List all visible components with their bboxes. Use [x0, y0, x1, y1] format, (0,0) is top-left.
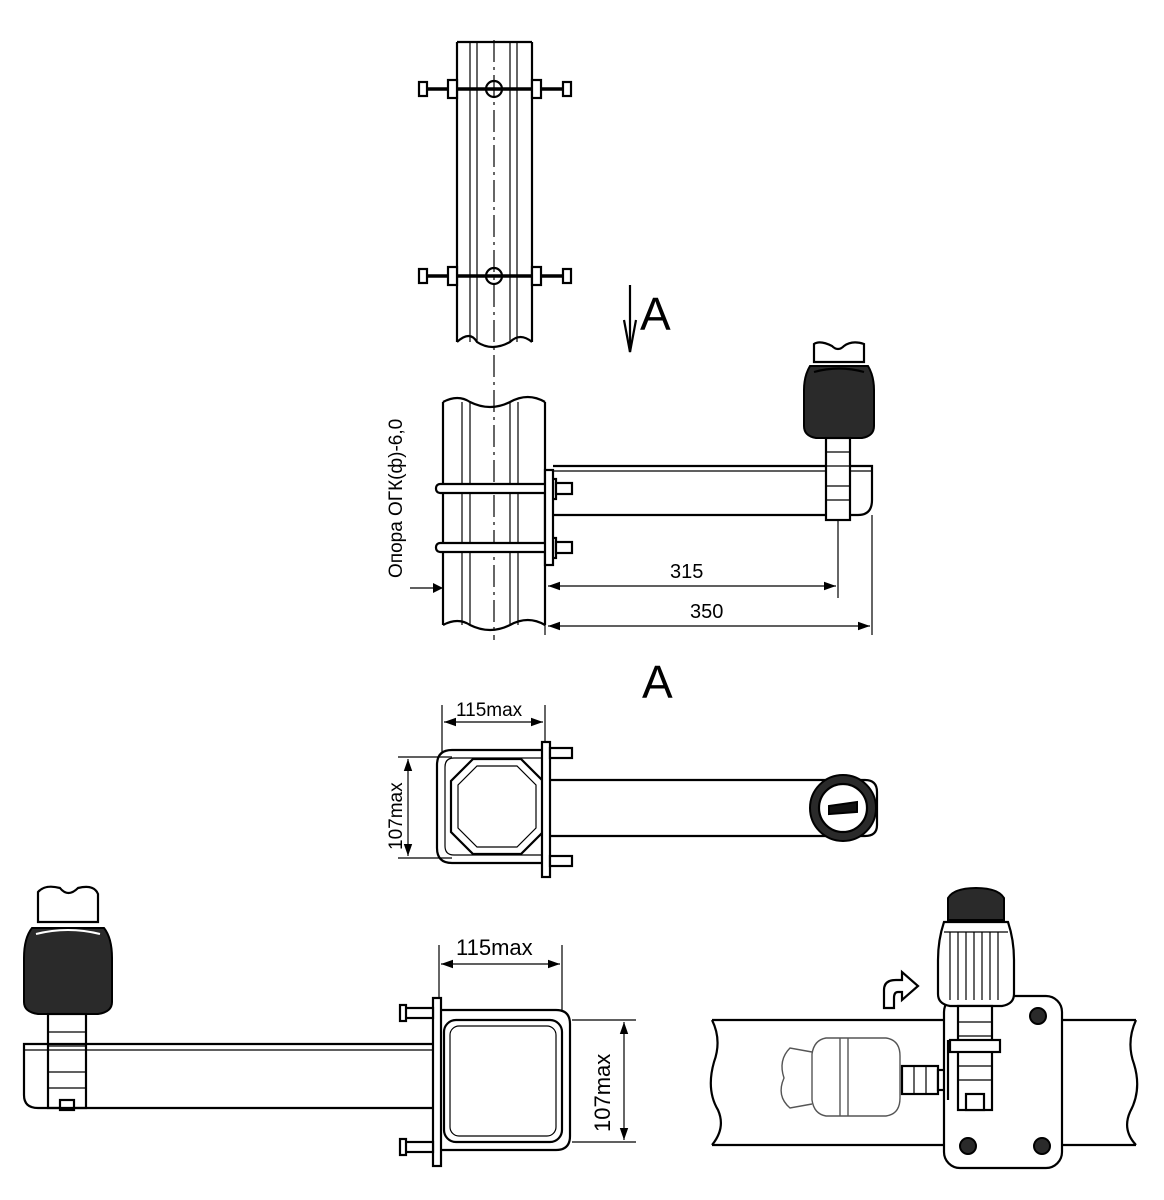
dimension-height-bottom-label: 107max	[590, 1054, 615, 1132]
dimension-315	[544, 520, 839, 635]
support-leader	[410, 583, 443, 593]
insulator-iso	[936, 886, 1016, 1112]
pole-bolt-pair-upper	[417, 78, 573, 100]
rotate-arrow-icon	[882, 969, 920, 1010]
dimension-350	[548, 515, 873, 635]
view-a-title: A	[642, 656, 673, 708]
dimension-height-top-label: 107max	[386, 782, 407, 850]
dimension-width-bottom	[438, 945, 563, 1012]
view-marker-label: A	[640, 288, 671, 340]
dimension-height-top	[398, 756, 452, 859]
ghost-insulator	[780, 1037, 901, 1117]
dimension-width-top	[441, 705, 546, 752]
bracket-arm-side	[543, 464, 874, 567]
dimension-width-bottom-label: 115max	[456, 935, 533, 960]
view-a-clamp	[435, 740, 574, 879]
insulator-front	[23, 885, 113, 1112]
bracket-arm-front	[22, 1042, 433, 1110]
dimension-height-bottom	[572, 1019, 636, 1143]
down-arrow-icon	[622, 285, 638, 353]
support-label: Опора ОГК(ф)-6,0	[386, 419, 407, 578]
dimension-315-label: 315	[670, 561, 703, 583]
view-a-arm	[550, 774, 879, 842]
pole-bolt-pair-lower	[417, 265, 573, 287]
clamp-front	[398, 996, 572, 1168]
dimension-350-label: 350	[690, 601, 723, 623]
clamp-band-upper	[434, 477, 574, 501]
insulator-side	[803, 341, 875, 522]
pipe-section	[709, 1018, 1139, 1147]
dimension-width-top-label: 115max	[456, 700, 523, 721]
